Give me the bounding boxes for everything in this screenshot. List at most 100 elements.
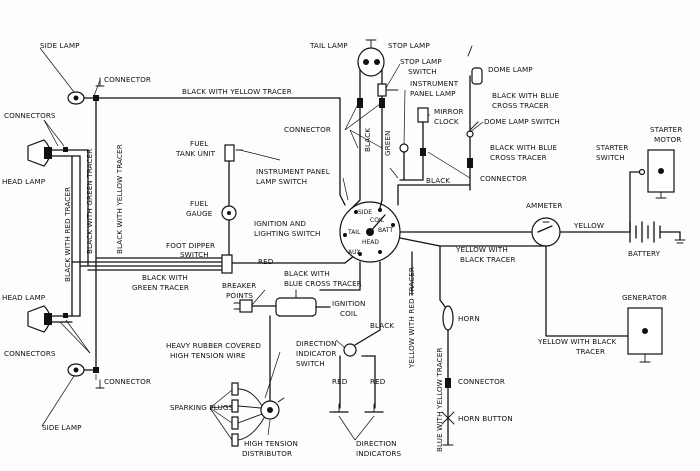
label-black-blue-cross-right-2: CROSS TRACER [490,153,547,162]
high-tension-distributor [260,397,285,420]
label-black-with-green-tracer-2: GREEN TRACER [132,283,189,292]
dome-lamp-switch [466,121,479,168]
label-connector-right: CONNECTOR [480,174,527,183]
foot-dipper-switch [221,254,356,274]
label-tail-lamp: TAIL LAMP [309,41,348,50]
label-heavy-rubber-2: HIGH TENSION WIRE [170,351,246,360]
label-yellow-with-black-gen-2: TRACER [575,347,605,356]
label-connectors-left-bottom: CONNECTORS [4,349,56,358]
label-direction-1: DIRECTION [296,339,337,348]
generator-wire [545,245,629,337]
label-foot-dipper-switch: SWITCH [180,250,209,259]
direction-indicators [329,403,384,413]
label-black-with-yellow-tracer-vert: BLACK WITH YELLOW TRACER [115,144,124,254]
starter-motor [647,149,675,199]
label-fuel-tank-unit-1: FUEL [190,139,208,148]
label-battery: BATTERY [628,249,661,258]
label-dome-lamp-switch: DOME LAMP SWITCH [484,117,560,126]
label-clock: CLOCK [434,117,459,126]
label-yellow-with-black-2: BLACK TRACER [460,255,516,264]
label-ammeter: AMMETER [526,201,563,210]
label-breaker-1: BREAKER [222,281,256,290]
label-direction-indicators: INDICATORS [356,449,401,458]
label-yellow-with-black-gen-1: YELLOW WITH BLACK [537,337,617,346]
label-black-with-green-tracer-vert: BLACK WITH GREEN TRACER [85,149,94,254]
ignition-lighting-switch [339,201,401,263]
stop-lamp-switch [377,83,399,97]
label-mirror: MIRROR [434,107,464,116]
label-head-lamp-bottom: HEAD LAMP [2,293,46,302]
side-lamp-top [67,91,97,105]
clock-connector [420,148,426,156]
rear-lamp-wires [339,59,385,209]
black-yellow-top-run [95,97,341,196]
label-black-blue-cross-right-1: BLACK WITH BLUE [490,143,557,152]
label-stop-lamp-switch: SWITCH [408,67,437,76]
ignition-coil [275,289,331,317]
label-red-right: RED [370,377,386,386]
labels: SIDE LAMP CONNECTOR CONNECTORS HEAD LAMP… [2,41,682,458]
label-connectors-left-top: CONNECTORS [4,111,56,120]
label-instrument-1: INSTRUMENT [410,79,459,88]
label-high-tension-distributor: DISTRIBUTOR [242,449,292,458]
label-black-right: BLACK [426,176,450,185]
label-instrument-panel-lamp-switch-2: LAMP SWITCH [256,177,307,186]
label-switch-aux: AUX [348,249,361,256]
label-direction-switch: SWITCH [296,359,325,368]
coil-feed-wire [319,261,361,291]
label-black-blue-cross-mid-2: BLUE CROSS TRACER [284,279,362,288]
label-instrument-panel-lamp-switch-1: INSTRUMENT PANEL [256,167,330,176]
label-starter-1: STARTER [596,143,628,152]
fuel-tank-unit [224,144,243,206]
ammeter [531,217,561,247]
label-side-lamp-bottom: SIDE LAMP [42,423,82,432]
generator [627,307,663,363]
label-ignition-coil: COIL [340,309,357,318]
leader-lines [39,47,484,441]
label-starter-switch: SWITCH [596,153,625,162]
head-lamp-top [27,139,67,167]
label-black-with-red-tracer: BLACK WITH RED TRACER [63,187,72,282]
label-ignition-and-2: LIGHTING SWITCH [254,229,321,238]
label-black-with-green-tracer-1: BLACK WITH [142,273,188,282]
direction-indicator-switch [339,343,376,409]
label-starter-motor: MOTOR [654,135,681,144]
label-switch-coil: COIL [370,217,385,224]
panel-lamp-wires [399,174,424,181]
horn-feed-wire [439,245,447,309]
battery [629,221,686,244]
label-red-mid: RED [258,257,274,266]
label-connector-horn: CONNECTOR [458,377,505,386]
label-black-blue-cross-top-2: CROSS TRACER [492,101,549,110]
instrument-panel-lamp [399,143,409,181]
label-connector-top: CONNECTOR [104,75,151,84]
label-stop-lamp-1: STOP LAMP [400,57,442,66]
side-lamp-bottom [67,363,97,377]
label-black-mid: BLACK [370,321,394,330]
label-black-with-yellow-tracer-top: BLACK WITH YELLOW TRACER [182,87,292,96]
label-side-lamp-top: SIDE LAMP [40,41,80,50]
label-connector-mid: CONNECTOR [284,125,331,134]
mirror-clock [417,107,429,176]
label-yellow-with-red-tracer: YELLOW WITH RED TRACER [407,267,416,369]
label-black-blue-cross-top-1: BLACK WITH BLUE [492,91,559,100]
tail-stop-lamp [357,39,385,77]
label-connector-bottom: CONNECTOR [104,377,151,386]
label-direction-2: INDICATOR [296,349,336,358]
label-foot-dipper: FOOT DIPPER [166,241,215,250]
label-black-blue-cross-mid-1: BLACK WITH [284,269,330,278]
sparking-plugs [231,382,265,447]
label-fuel-gauge-1: FUEL [190,199,208,208]
label-ignition-coil-1: IGNITION [332,299,366,308]
head-lamp-bottom [27,305,67,333]
label-horn: HORN [458,314,480,323]
label-stop-lamp: STOP LAMP [388,41,430,50]
label-switch-tail: TAIL [347,229,361,236]
label-direction-indicators-1: DIRECTION [356,439,397,448]
label-high-tension-1: HIGH TENSION [244,439,298,448]
label-black-vert: BLACK [363,128,372,152]
black-to-indicator-switch [354,261,381,346]
horn [441,305,455,446]
